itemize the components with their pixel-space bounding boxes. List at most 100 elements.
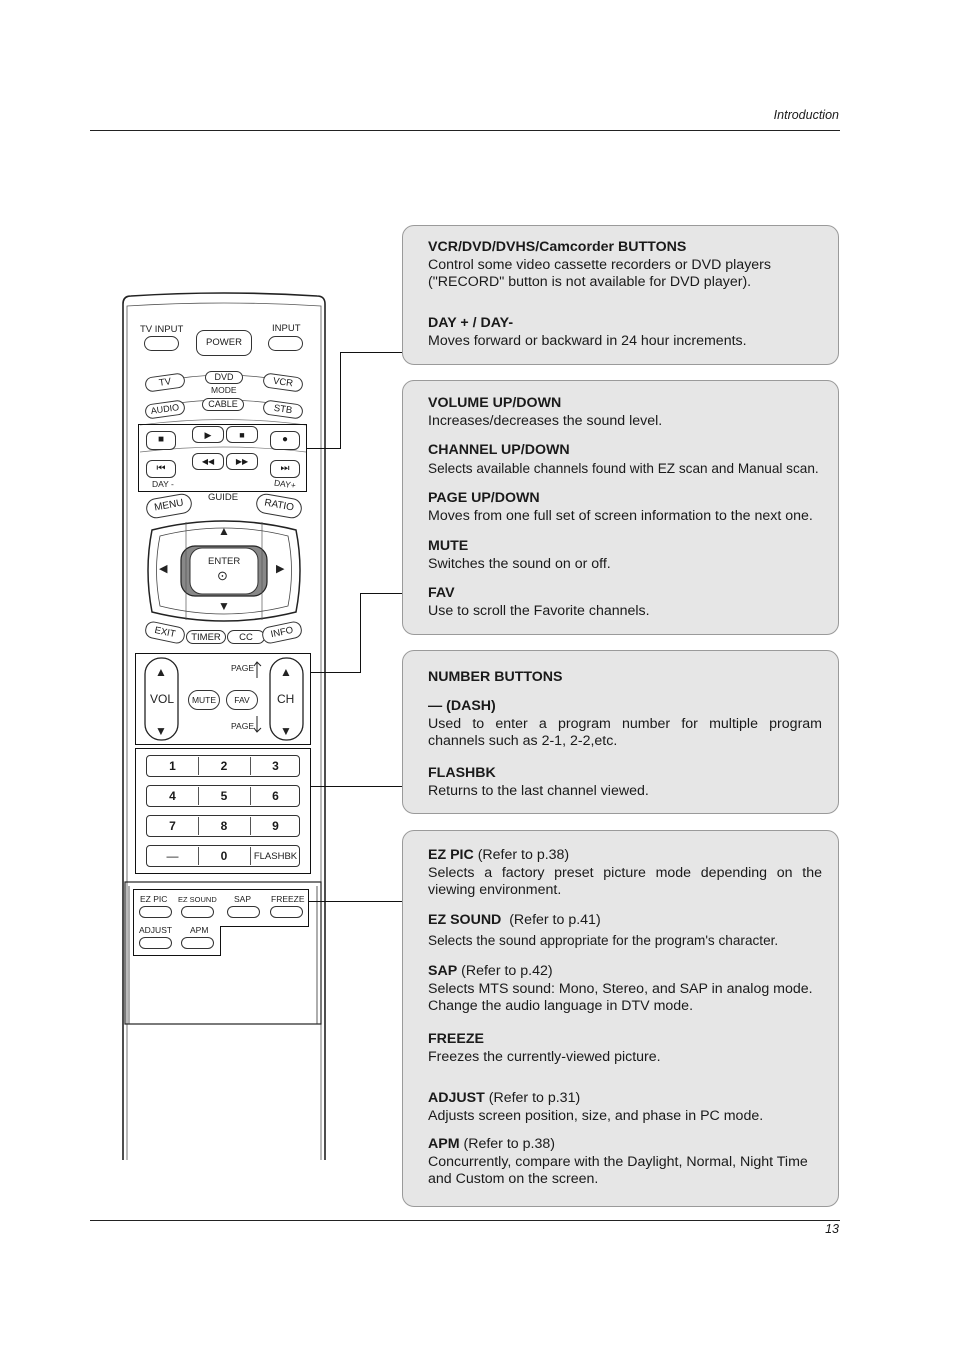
input-label: INPUT [272, 323, 301, 334]
freeze-button[interactable] [270, 906, 303, 918]
section-page: PAGE UP/DOWN Moves from one full set of … [428, 490, 822, 525]
section-body: Selects a factory preset picture mode de… [428, 864, 822, 899]
section-body: Concurrently, compare with the Daylight,… [428, 1153, 808, 1188]
info-box-numbers: NUMBER BUTTONS — (DASH) Used to enter a … [402, 650, 839, 814]
section-body: Selects available channels found with EZ… [428, 460, 819, 476]
stop-button[interactable]: ■ [226, 426, 258, 443]
section-ref: (Refer to p.31) [488, 1090, 581, 1106]
section-title: EZ SOUND [428, 912, 502, 928]
section-vcr-buttons: VCR/DVD/DVHS/Camcorder BUTTONS Control s… [428, 239, 822, 292]
section-title: SAP [428, 963, 458, 979]
number-key-7[interactable]: 7 [147, 817, 199, 835]
number-row-3: 7 8 9 [146, 815, 300, 837]
tv-input-button[interactable] [144, 336, 179, 351]
dash-key[interactable]: — [147, 847, 199, 865]
guide-label: GUIDE [208, 492, 239, 503]
section-title: ADJUST [428, 1090, 485, 1106]
skip-back-button[interactable]: ⏮ [146, 460, 176, 478]
leader-line-volch-h1 [311, 672, 360, 674]
function-highlight-bottom [133, 926, 221, 956]
tv-input-label: TV INPUT [140, 324, 184, 335]
sap-label: SAP [234, 894, 252, 904]
fav-button[interactable]: FAV [226, 690, 258, 710]
numberpad-highlight [135, 748, 311, 874]
cable-mode-button[interactable]: CABLE [202, 398, 244, 411]
number-key-5[interactable]: 5 [198, 787, 251, 805]
nav-down-button[interactable]: ▼ [218, 599, 230, 613]
section-body: Control some video cassette recorders or… [428, 256, 772, 291]
section-mute: MUTE Switches the sound on or off. [428, 538, 822, 573]
cc-button[interactable]: CC [227, 630, 265, 644]
section-title: FREEZE [428, 1031, 484, 1047]
apm-label: APM [190, 925, 209, 935]
play-button[interactable]: ▶ [192, 426, 224, 443]
day-minus-label: DAY - [152, 479, 174, 489]
number-key-3[interactable]: 3 [272, 759, 279, 773]
record-button[interactable]: ● [270, 431, 300, 450]
ez-sound-button[interactable] [181, 906, 214, 918]
info-box-functions: EZ PIC (Refer to p.38) Selects a factory… [402, 830, 839, 1207]
nav-left-button[interactable]: ◀ [159, 563, 168, 575]
leader-line-volch-v [360, 593, 362, 673]
ez-pic-label: EZ PIC [140, 894, 168, 904]
ch-up-button[interactable]: ▲ [280, 665, 292, 679]
number-key-6[interactable]: 6 [272, 789, 279, 803]
number-key-0[interactable]: 0 [198, 847, 251, 865]
section-title: FAV [428, 585, 455, 601]
section-freeze: FREEZE Freezes the currently-viewed pict… [428, 1031, 822, 1066]
number-key-9[interactable]: 9 [272, 819, 279, 833]
adjust-label: ADJUST [139, 925, 173, 935]
section-flashbk: FLASHBK Returns to the last channel view… [428, 765, 822, 800]
number-key-2[interactable]: 2 [198, 757, 251, 775]
enter-button[interactable]: ENTER [208, 556, 241, 567]
function-highlight-top [133, 889, 309, 927]
leader-line-transport-h1 [307, 448, 340, 450]
flashbk-key[interactable]: FLASHBK [253, 851, 298, 862]
number-key-4[interactable]: 4 [147, 787, 199, 805]
function-highlight-step [220, 926, 309, 928]
number-key-8[interactable]: 8 [198, 817, 251, 835]
section-title: APM [428, 1136, 460, 1152]
dvd-mode-button[interactable]: DVD [205, 371, 243, 384]
section-fav: FAV Use to scroll the Favorite channels. [428, 585, 822, 620]
timer-button[interactable]: TIMER [186, 630, 226, 644]
vol-up-button[interactable]: ▲ [155, 665, 167, 679]
section-adjust: ADJUST (Refer to p.31) Adjusts screen po… [428, 1090, 822, 1125]
section-dash: — (DASH) Used to enter a program number … [428, 698, 822, 751]
rewind-button[interactable]: ◀◀ [192, 453, 224, 470]
section-title: VOLUME UP/DOWN [428, 395, 562, 411]
mute-button[interactable]: MUTE [188, 690, 220, 710]
page-up-button[interactable]: PAGE [231, 663, 254, 673]
section-title: — (DASH) [428, 698, 496, 714]
section-title: FLASHBK [428, 765, 496, 781]
ch-down-button[interactable]: ▼ [280, 724, 292, 738]
enter-dot-icon: ⊙ [217, 568, 228, 583]
power-button[interactable]: POWER [196, 330, 252, 356]
sap-button[interactable] [227, 906, 260, 918]
section-ref: (Refer to p.41) [509, 912, 601, 928]
ez-sound-label: EZ SOUND [178, 895, 217, 904]
number-key-1[interactable]: 1 [147, 757, 199, 775]
mode-label: MODE [211, 385, 237, 395]
page-down-button[interactable]: PAGE [231, 721, 254, 731]
input-button[interactable] [268, 336, 303, 351]
section-ez-sound: EZ SOUND (Refer to p.41) Selects the sou… [428, 912, 822, 949]
fast-forward-button[interactable]: ▶▶ [226, 453, 258, 470]
section-body: Increases/decreases the sound level. [428, 412, 663, 429]
nav-right-button[interactable]: ▶ [276, 563, 285, 575]
section-body: Moves from one full set of screen inform… [428, 507, 813, 524]
freeze-label: FREEZE [271, 894, 305, 904]
vol-down-button[interactable]: ▼ [155, 724, 167, 738]
ch-label: CH [277, 692, 295, 706]
apm-button[interactable] [181, 937, 214, 949]
ez-pic-button[interactable] [139, 906, 172, 918]
section-body: Selects the sound appropriate for the pr… [428, 932, 779, 948]
nav-up-button[interactable]: ▲ [218, 524, 230, 538]
skip-forward-button[interactable]: ⏭ [270, 460, 300, 478]
adjust-button[interactable] [139, 937, 172, 949]
section-body: Freezes the currently-viewed picture. [428, 1048, 661, 1065]
section-ref: (Refer to p.38) [477, 847, 570, 863]
stop-button-left[interactable]: ■ [146, 431, 176, 450]
section-body: Adjusts screen position, size, and phase… [428, 1107, 764, 1124]
section-title: VCR/DVD/DVHS/Camcorder BUTTONS [428, 239, 687, 255]
